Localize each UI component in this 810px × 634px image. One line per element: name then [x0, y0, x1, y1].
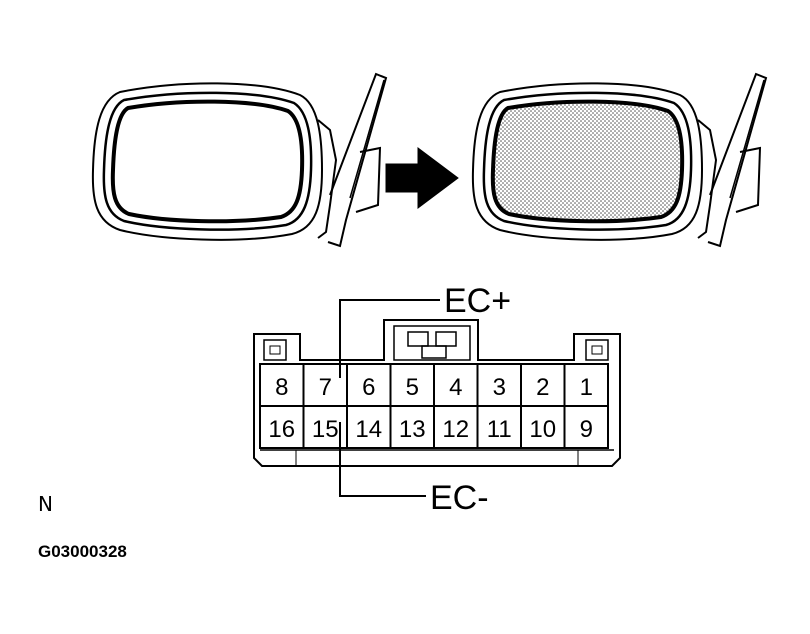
mirror-before-glass [110, 99, 305, 224]
pin-label: 3 [493, 374, 506, 401]
pin-labels-bottom: 16 15 14 13 12 11 10 9 [268, 416, 593, 443]
mirror-before-bezel [102, 91, 313, 231]
connector-latch-right [585, 339, 609, 361]
mirror-after-arm [697, 119, 718, 239]
pin-label: 10 [529, 416, 556, 443]
pin-label: 5 [406, 374, 419, 401]
pin-label: 15 [312, 416, 339, 443]
pin-label: 14 [355, 416, 382, 443]
mirror-after-stay [707, 72, 768, 248]
pin-label: 16 [268, 416, 295, 443]
pin-label: 4 [449, 374, 462, 401]
mirror-before [91, 72, 388, 248]
connector-lock-tab [393, 325, 471, 361]
pin-label: 13 [399, 416, 426, 443]
pin-label: 6 [362, 374, 375, 401]
orientation-mark: N [38, 492, 53, 516]
pin-label: 12 [442, 416, 469, 443]
pin-label: 8 [275, 374, 288, 401]
mirror-before-base [355, 146, 382, 213]
mirror-after-glass [490, 99, 685, 224]
pin-label: 1 [580, 374, 593, 401]
mirror-after [471, 72, 768, 248]
mirror-before-arm [317, 119, 338, 239]
connector-outline [253, 319, 621, 467]
mirror-before-stay [327, 72, 388, 248]
mirror-after-housing [471, 82, 704, 241]
ec-minus-label: EC- [430, 479, 489, 517]
ec-minus-leader [339, 422, 426, 497]
ec-plus-leader [339, 299, 440, 378]
pin-label: 2 [536, 374, 549, 401]
figure-id: G03000328 [38, 542, 127, 561]
connector [253, 319, 621, 467]
pin-labels-top: 8 7 6 5 4 3 2 1 [275, 374, 593, 401]
mirror-before-housing [91, 82, 324, 241]
pin-label: 9 [580, 416, 593, 443]
mirror-after-base [735, 146, 762, 213]
ec-plus-label: EC+ [444, 282, 511, 320]
mirror-after-bezel [482, 91, 693, 231]
pin-label: 7 [319, 374, 332, 401]
pin-label: 11 [487, 416, 512, 443]
connector-latch-left [263, 339, 287, 361]
arrow-icon [385, 147, 459, 209]
